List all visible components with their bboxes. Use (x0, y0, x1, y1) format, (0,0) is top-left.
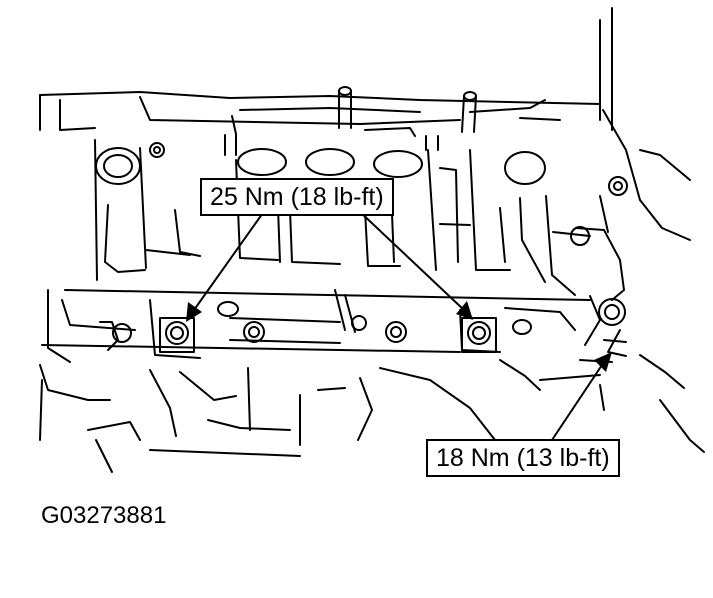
torque-callout-upper: 25 Nm (18 lb-ft) (200, 178, 394, 216)
leader-lines (193, 209, 605, 441)
torque-callout-lower: 18 Nm (13 lb-ft) (426, 439, 620, 477)
right-bracket (570, 176, 628, 357)
upper-engine-outline (39, 7, 691, 241)
lower-flange (99, 289, 576, 359)
manifold-studs (224, 86, 477, 156)
lower-engine-block (39, 354, 705, 473)
torque-bolts (159, 298, 626, 353)
leader-arrowheads (186, 301, 612, 372)
figure-identifier: G03273881 (41, 502, 167, 529)
